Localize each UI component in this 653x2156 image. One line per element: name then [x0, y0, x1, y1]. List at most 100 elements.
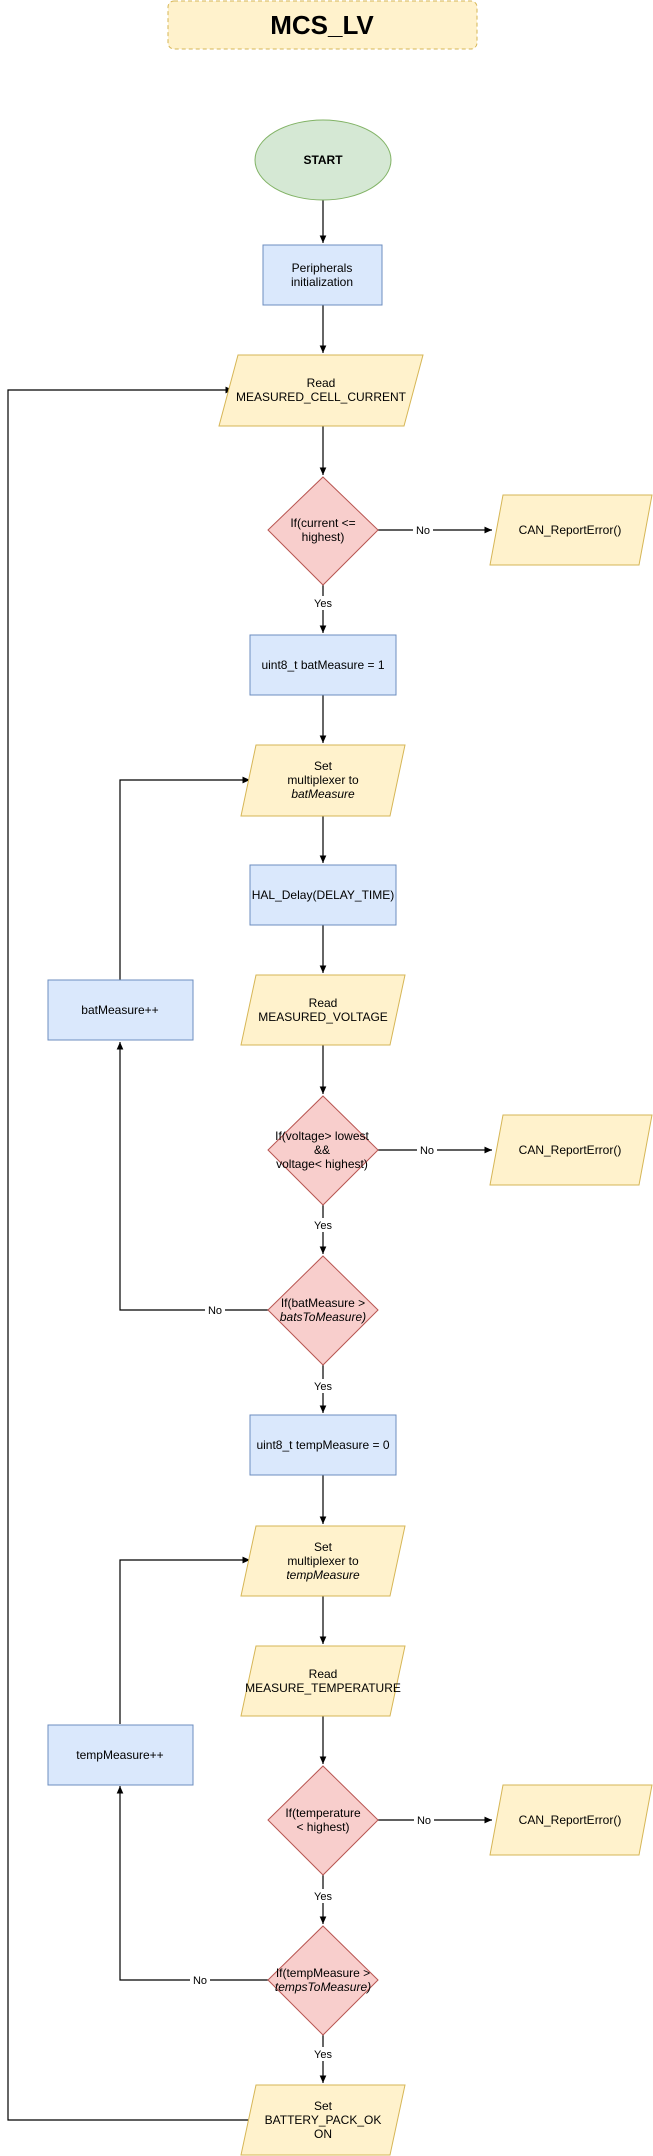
batmeasure-init-line-1: uint8_t batMeasure = 1	[261, 658, 384, 672]
if-current-line-2: highest)	[302, 530, 345, 544]
diagram-title-text: MCS_LV	[270, 10, 374, 40]
if-bat-label: If(batMeasure >batsToMeasure)	[280, 1296, 366, 1324]
set-mux-bat-line-1: Set	[314, 759, 333, 773]
read-current-line-1: Read	[307, 376, 336, 390]
if-current-line-1: If(current <=	[290, 516, 355, 530]
edge-iftempmeasure-tempinc	[116, 1786, 268, 1981]
read-temp-line-2: MEASURE_TEMPERATURE	[245, 1681, 401, 1695]
if-bat-line-1: If(batMeasure >	[281, 1296, 365, 1310]
err3-label: CAN_ReportError()	[519, 1813, 622, 1827]
err1-label: CAN_ReportError()	[519, 523, 622, 537]
if-temp-label: If(temperature< highest)	[285, 1806, 361, 1834]
edge-label-yes-5: Yes	[314, 2049, 332, 2061]
if-voltage-label: If(voltage> lowest&&voltage< highest)	[275, 1129, 369, 1171]
read-temp-line-1: Read	[309, 1667, 338, 1681]
init-line-1: Peripherals	[292, 261, 353, 275]
start-line-1: START	[303, 153, 343, 167]
if-bat-line-2: batsToMeasure)	[280, 1310, 366, 1324]
batmeasure-init-node: uint8_t batMeasure = 1	[249, 634, 397, 696]
start-node: START	[254, 119, 392, 201]
bat-inc-line-1: batMeasure++	[81, 1003, 158, 1017]
edge-label-yes-4: Yes	[314, 1891, 332, 1903]
err2-node: CAN_ReportError()	[489, 1114, 653, 1186]
init-line-2: initialization	[291, 275, 353, 289]
if-voltage-line-2: &&	[314, 1143, 330, 1157]
delay-label: HAL_Delay(DELAY_TIME)	[252, 888, 395, 902]
err3-line-1: CAN_ReportError()	[519, 1813, 622, 1827]
if-tempmeasure-line-2: tempsToMeasure)	[275, 1980, 371, 1994]
if-voltage-line-1: If(voltage> lowest	[275, 1129, 369, 1143]
edge-setok-readcurrent	[7, 386, 253, 2121]
if-temp-node: If(temperature< highest)	[267, 1765, 379, 1876]
set-ok-line-3: ON	[314, 2127, 332, 2141]
batinc-label: batMeasure++	[81, 1003, 158, 1017]
edge-batinc-setmux	[119, 776, 250, 980]
if-voltage-line-3: voltage< highest)	[276, 1157, 368, 1171]
set-mux-bat-line-3: batMeasure	[291, 787, 355, 801]
if-voltage-node: If(voltage> lowest&&voltage< highest)	[267, 1095, 379, 1206]
read-voltage-line-1: Read	[309, 996, 338, 1010]
delay-line-1: HAL_Delay(DELAY_TIME)	[252, 888, 395, 902]
edge-label-no-2: No	[420, 1145, 434, 1157]
if-temp-line-1: If(temperature	[285, 1806, 361, 1820]
err3-node: CAN_ReportError()	[489, 1784, 653, 1856]
set-mux-temp-line-1: Set	[314, 1540, 333, 1554]
edge-label-no-4: No	[417, 1815, 431, 1827]
if-tempmeasure-label: If(tempMeasure >tempsToMeasure)	[275, 1966, 371, 1994]
tempinc-label: tempMeasure++	[76, 1748, 163, 1762]
batmeasure-init-label: uint8_t batMeasure = 1	[261, 658, 384, 672]
tempmeasure-init-label: uint8_t tempMeasure = 0	[256, 1438, 389, 1452]
tempinc-node: tempMeasure++	[47, 1724, 194, 1786]
edge-label-no-3: No	[208, 1305, 222, 1317]
read-current-line-2: MEASURED_CELL_CURRENT	[236, 390, 407, 404]
err2-label: CAN_ReportError()	[519, 1143, 622, 1157]
start-label: START	[303, 153, 343, 167]
if-tempmeasure-line-1: If(tempMeasure >	[276, 1966, 370, 1980]
err1-node: CAN_ReportError()	[489, 494, 653, 566]
edge-label-yes-2: Yes	[314, 1220, 332, 1232]
edge-label-yes-3: Yes	[314, 1381, 332, 1393]
tempmeasure-init-line-1: uint8_t tempMeasure = 0	[256, 1438, 389, 1452]
if-current-label: If(current <=highest)	[290, 516, 355, 544]
if-tempmeasure-node: If(tempMeasure >tempsToMeasure)	[267, 1925, 379, 2036]
temp-inc-line-1: tempMeasure++	[76, 1748, 163, 1762]
edge-ifbat-batinc	[116, 1042, 268, 1311]
edge-labels: No Yes No Yes No Yes No Yes No Yes	[190, 523, 437, 2061]
batinc-node: batMeasure++	[47, 979, 194, 1041]
set-mux-temp-line-3: tempMeasure	[286, 1568, 360, 1582]
edge-tempinc-setmuxtemp	[119, 1556, 250, 1724]
edge-label-no-5: No	[193, 1975, 207, 1987]
diagram-title: MCS_LV	[167, 0, 478, 50]
if-current-node: If(current <=highest)	[267, 476, 379, 586]
err2-line-1: CAN_ReportError()	[519, 1143, 622, 1157]
connectors	[7, 200, 492, 2121]
set-ok-line-1: Set	[314, 2099, 333, 2113]
edge-label-yes-1: Yes	[314, 598, 332, 610]
err1-line-1: CAN_ReportError()	[519, 523, 622, 537]
edge-label-no-1: No	[416, 525, 430, 537]
delay-node: HAL_Delay(DELAY_TIME)	[249, 864, 397, 926]
tempmeasure-init-node: uint8_t tempMeasure = 0	[249, 1414, 397, 1476]
set-mux-bat-line-2: multiplexer to	[287, 773, 359, 787]
if-bat-node: If(batMeasure >batsToMeasure)	[267, 1255, 379, 1366]
set-mux-temp-line-2: multiplexer to	[287, 1554, 359, 1568]
read-voltage-line-2: MEASURED_VOLTAGE	[258, 1010, 388, 1024]
if-temp-line-2: < highest)	[296, 1820, 349, 1834]
set-ok-line-2: BATTERY_PACK_OK	[265, 2113, 382, 2127]
